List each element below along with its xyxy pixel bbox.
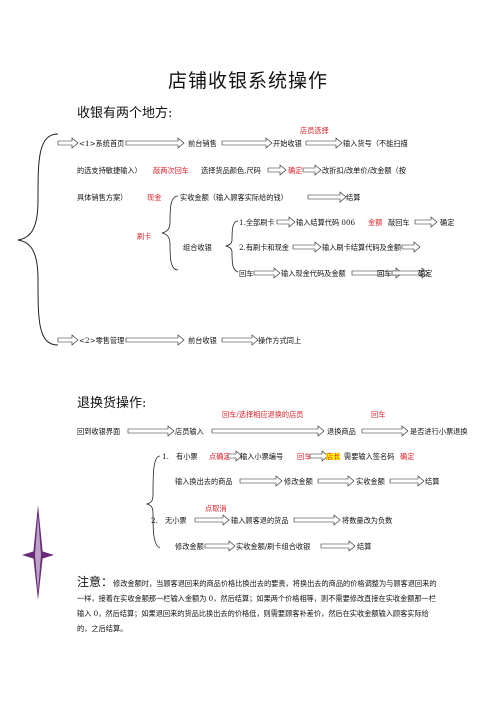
click-cancel: 点取消: [205, 504, 227, 513]
arrow-icon: [221, 137, 273, 149]
option3-enter: 回车: [239, 269, 254, 278]
arrow-icon: [57, 334, 79, 346]
settle2: 结算: [425, 477, 440, 486]
enter-label: 回车: [371, 410, 386, 419]
arrow-icon: [292, 241, 322, 253]
settle-label: 结算: [346, 193, 361, 202]
store-manager: 店长: [326, 452, 341, 461]
has-receipt: 1. 有小票: [162, 452, 198, 461]
enter-sku-label: 输入货号（不能扫描: [343, 139, 408, 148]
arrow-icon: [125, 137, 185, 149]
front-cash-label: 前台收银: [188, 336, 217, 345]
arrow-icon: [239, 475, 283, 487]
retail-mgmt-label: <2>零售管理: [79, 336, 125, 345]
cash-label: 现金: [147, 193, 162, 202]
arrow-icon: [253, 267, 281, 279]
arrow-icon: [401, 241, 421, 253]
actual-amount2: 实收金额: [356, 477, 385, 486]
need-receipt: 是否进行小票退换: [410, 427, 468, 436]
arrow-icon: [391, 267, 429, 279]
line2-text: 的选支持敏捷输入）: [77, 166, 142, 175]
input-return: 输入顾客退的货品: [231, 516, 289, 525]
combo-cash-label: 组合收银: [183, 243, 212, 252]
input-receipt: 输入小票编号: [240, 452, 284, 461]
arrow-icon: [125, 334, 185, 346]
confirm-label: 确定: [288, 166, 303, 175]
arrow-icon: [267, 164, 287, 176]
click-confirm: 点确定: [209, 452, 231, 461]
modify-amount2: 修改金额: [175, 542, 204, 551]
arrow-icon: [204, 540, 236, 552]
actual-amount-label: 实收金额（输入顾客实际给的钱）: [180, 193, 288, 202]
front-sale-label: 前台销售: [188, 139, 217, 148]
note-lead: 注意：: [77, 575, 114, 589]
option1-enter: 敲回车: [388, 218, 410, 227]
option2-input: 输入刷卡结算代码及金额: [322, 243, 402, 252]
section1-heading: 收银有两个地方:: [77, 106, 173, 121]
arrow-icon: [361, 425, 409, 437]
arrow-icon: [276, 216, 296, 228]
line3-text: 具体销售方案）: [77, 193, 128, 202]
qty-negative: 将数量改为负数: [342, 516, 393, 525]
arrow-icon: [309, 450, 329, 462]
arrow-icon: [414, 216, 438, 228]
exchange-goods: 输入换出去的商品: [175, 477, 233, 486]
arrow-icon: [127, 425, 175, 437]
enter3: 回车: [297, 452, 312, 461]
arrow-icon: [317, 475, 355, 487]
arrow-icon: [351, 267, 403, 279]
swipe-card-label: 刷卡: [137, 232, 152, 241]
settle3: 结算: [357, 542, 372, 551]
page-title: 店铺收银系统操作: [167, 70, 328, 92]
arrow-icon: [293, 514, 341, 526]
pay-same-label: 操作方式同上: [258, 336, 302, 345]
option1-amount: 金额: [368, 218, 383, 227]
confirm2: 确定: [400, 452, 415, 461]
need-sign: 需要输入签名码: [344, 452, 395, 461]
option3-cash-code: 输入现金代码及金额: [281, 269, 346, 278]
arrow-icon: [227, 450, 243, 462]
enter-select-clerk: 回车/选择相应退换的店员: [222, 410, 304, 419]
arrow-icon: [305, 137, 343, 149]
arrow-icon: [302, 164, 322, 176]
option3-confirm: 确定: [418, 269, 433, 278]
modify-amount: 修改金额: [284, 477, 313, 486]
option3-enter2: 回车: [377, 269, 392, 278]
arrow-icon: [320, 540, 356, 552]
option1-confirm: 确定: [440, 218, 455, 227]
store-select-label: 店员选择: [300, 126, 329, 135]
arrow-icon: [194, 514, 230, 526]
press-enter-twice: 敲两次回车: [153, 166, 189, 175]
option1-label: 1.全部刷卡: [239, 218, 275, 227]
arrow-icon: [307, 191, 347, 203]
retail-system-label: <1>系统首页: [79, 139, 125, 148]
back-to-ui: 回到收银界面: [77, 427, 121, 436]
return-goods: 退换商品: [327, 427, 356, 436]
change-discount-label: 改折扣/改单价/改金额（按: [322, 166, 406, 175]
actual-card-combo: 实收金额/刷卡组合收银: [236, 542, 311, 551]
option2-label: 2.有刷卡和现金: [239, 243, 289, 252]
arrow-icon: [211, 425, 325, 437]
arrow-icon: [57, 137, 79, 149]
arrow-icon: [389, 475, 425, 487]
arrow-icon: [221, 334, 259, 346]
start-cash-label: 开始收银: [273, 139, 302, 148]
choose-color-label: 选择货品颜色,尺码: [201, 166, 261, 175]
section2-heading: 退换货操作:: [77, 396, 147, 411]
note-text: 修改金额时，当顾客退回来的商品价格比换出去的要贵，将换出去的商品的价格调整为与顾…: [77, 579, 437, 633]
clerk-input: 店员输入: [175, 427, 204, 436]
no-receipt: 2. 无小票: [151, 516, 187, 525]
note-paragraph: 注意：修改金额时，当顾客退回来的商品价格比换出去的要贵，将换出去的商品的价格调整…: [77, 575, 437, 636]
option1-code: 输入结算代码 006: [296, 218, 356, 227]
